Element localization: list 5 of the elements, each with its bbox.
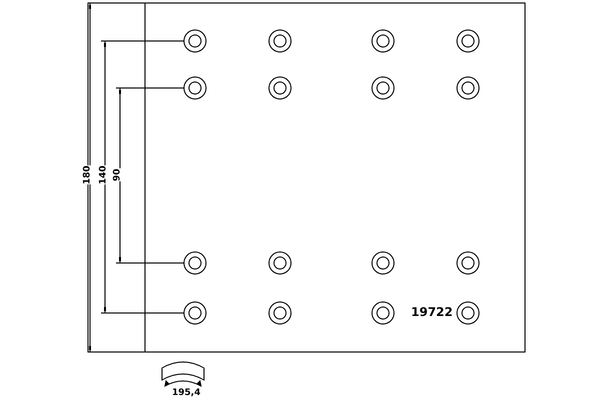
dimension-value: 180 (82, 166, 92, 184)
dimension-value: 195,4 (172, 388, 200, 398)
dimension-value: 140 (98, 166, 108, 184)
dimension-value: 90 (112, 168, 122, 182)
part-number: 19722 (411, 307, 453, 317)
